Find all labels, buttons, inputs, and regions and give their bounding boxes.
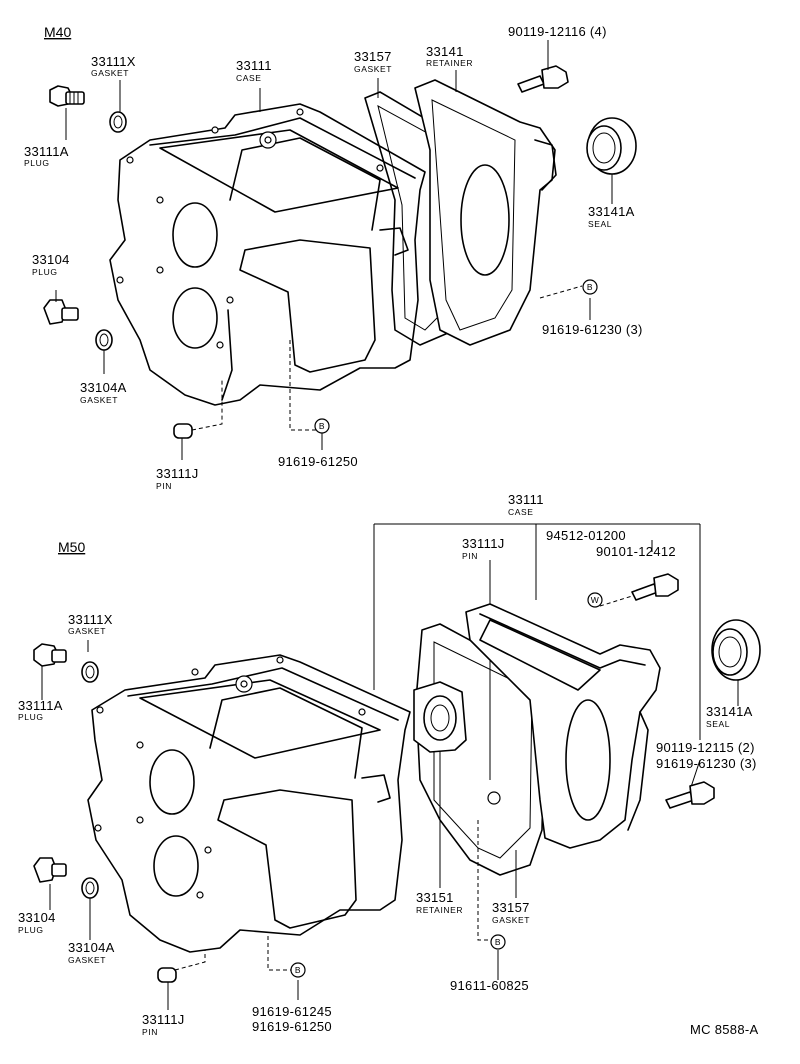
part-number-33111x: 33111X	[68, 612, 113, 627]
part-number-33111x: 33111X	[91, 54, 136, 69]
part-name-pin: PIN	[462, 551, 478, 561]
part-number-33104a: 33104A	[80, 380, 127, 395]
part-number-33157: 33157	[354, 49, 392, 64]
part-name-gasket: GASKET	[80, 395, 118, 405]
marker-b-circle	[582, 279, 598, 295]
part-name-plug: PLUG	[18, 712, 44, 722]
part-number-33157: 33157	[492, 900, 530, 915]
marker-b-circle	[290, 962, 306, 978]
part-number-33111j: 33111J	[142, 1012, 185, 1027]
m40-leader-lines	[55, 40, 613, 460]
part-number-33104a: 33104A	[68, 940, 115, 955]
part-number-90101-12412: 90101-12412	[596, 544, 676, 559]
bolt-icon	[517, 65, 569, 93]
part-name-gasket: GASKET	[91, 68, 129, 78]
marker-b-label: B	[587, 282, 593, 292]
part-name-retainer: RETAINER	[426, 58, 473, 68]
part-name-case: CASE	[508, 507, 534, 517]
part-number-33141a: 33141A	[706, 704, 753, 719]
part-name-pin: PIN	[156, 481, 172, 491]
plug-33111a-icon	[49, 85, 85, 107]
part-name-plug: PLUG	[32, 267, 58, 277]
part-number-33141a: 33141A	[588, 204, 635, 219]
part-number-33111a: 33111A	[24, 144, 69, 159]
part-name-gasket: GASKET	[492, 915, 530, 925]
plug-33104-icon	[33, 857, 67, 883]
m40-transmission-case	[109, 103, 426, 406]
seal-icon	[586, 117, 637, 175]
pin-icon	[173, 423, 193, 439]
part-number-33111j: 33111J	[156, 466, 199, 481]
gasket-ring-icon	[81, 661, 99, 683]
part-number-91619-61230: 91619-61230 (3)	[542, 322, 643, 337]
marker-b-circle	[314, 418, 330, 434]
m50-leader-lines	[41, 523, 739, 1010]
part-number-33104: 33104	[18, 910, 56, 925]
part-name-pin: PIN	[142, 1027, 158, 1037]
part-name-gasket: GASKET	[354, 64, 392, 74]
part-number-91619-61245: 91619-61245	[252, 1004, 332, 1019]
part-name-plug: PLUG	[18, 925, 44, 935]
marker-b-circle	[490, 934, 506, 950]
m40-retainer	[414, 79, 557, 346]
part-number-91619-61230: 91619-61230 (3)	[656, 756, 757, 771]
part-number-33111j: 33111J	[462, 536, 505, 551]
part-name-gasket: GASKET	[68, 626, 106, 636]
gasket-ring-icon	[81, 877, 99, 899]
part-number-90119-12115: 90119-12115 (2)	[656, 740, 755, 755]
part-number-33104: 33104	[32, 252, 70, 267]
part-number-33141: 33141	[426, 44, 464, 59]
part-number-91611-60825: 91611-60825	[450, 978, 529, 993]
part-name-seal: SEAL	[706, 719, 730, 729]
part-name-case: CASE	[236, 73, 262, 83]
m50-retainer	[413, 681, 467, 753]
plug-33111a-icon	[33, 643, 67, 667]
part-number-33151: 33151	[416, 890, 454, 905]
part-number-94512-01200: 94512-01200	[546, 528, 626, 543]
m50-rear-case	[465, 603, 661, 849]
pin-icon	[157, 967, 177, 983]
part-name-gasket: GASKET	[68, 955, 106, 965]
part-number-33111: 33111	[508, 492, 544, 507]
part-number-33111: 33111	[236, 58, 272, 73]
plug-33104-icon	[43, 299, 79, 325]
section-title-m40: M40	[44, 24, 71, 40]
part-name-retainer: RETAINER	[416, 905, 463, 915]
marker-b-label: B	[295, 965, 301, 975]
section-title-m50: M50	[58, 539, 85, 555]
gasket-ring-icon	[95, 329, 113, 351]
bolt-icon	[665, 781, 715, 809]
marker-w-label: W	[591, 595, 600, 605]
marker-b-label: B	[495, 937, 501, 947]
marker-b-label: B	[319, 421, 325, 431]
marker-w-circle	[587, 592, 603, 608]
part-number-91619-61250: 91619-61250	[252, 1019, 332, 1034]
part-number-91619-61250: 91619-61250	[278, 454, 358, 469]
part-number-90119-12116: 90119-12116 (4)	[508, 24, 607, 39]
m50-transmission-case	[87, 654, 411, 953]
bolt-icon	[631, 573, 679, 601]
part-name-plug: PLUG	[24, 158, 50, 168]
seal-icon	[711, 619, 761, 681]
diagram-reference-code: MC 8588-A	[690, 1022, 758, 1037]
gasket-ring-icon	[109, 111, 127, 133]
part-name-seal: SEAL	[588, 219, 612, 229]
part-number-33111a: 33111A	[18, 698, 63, 713]
